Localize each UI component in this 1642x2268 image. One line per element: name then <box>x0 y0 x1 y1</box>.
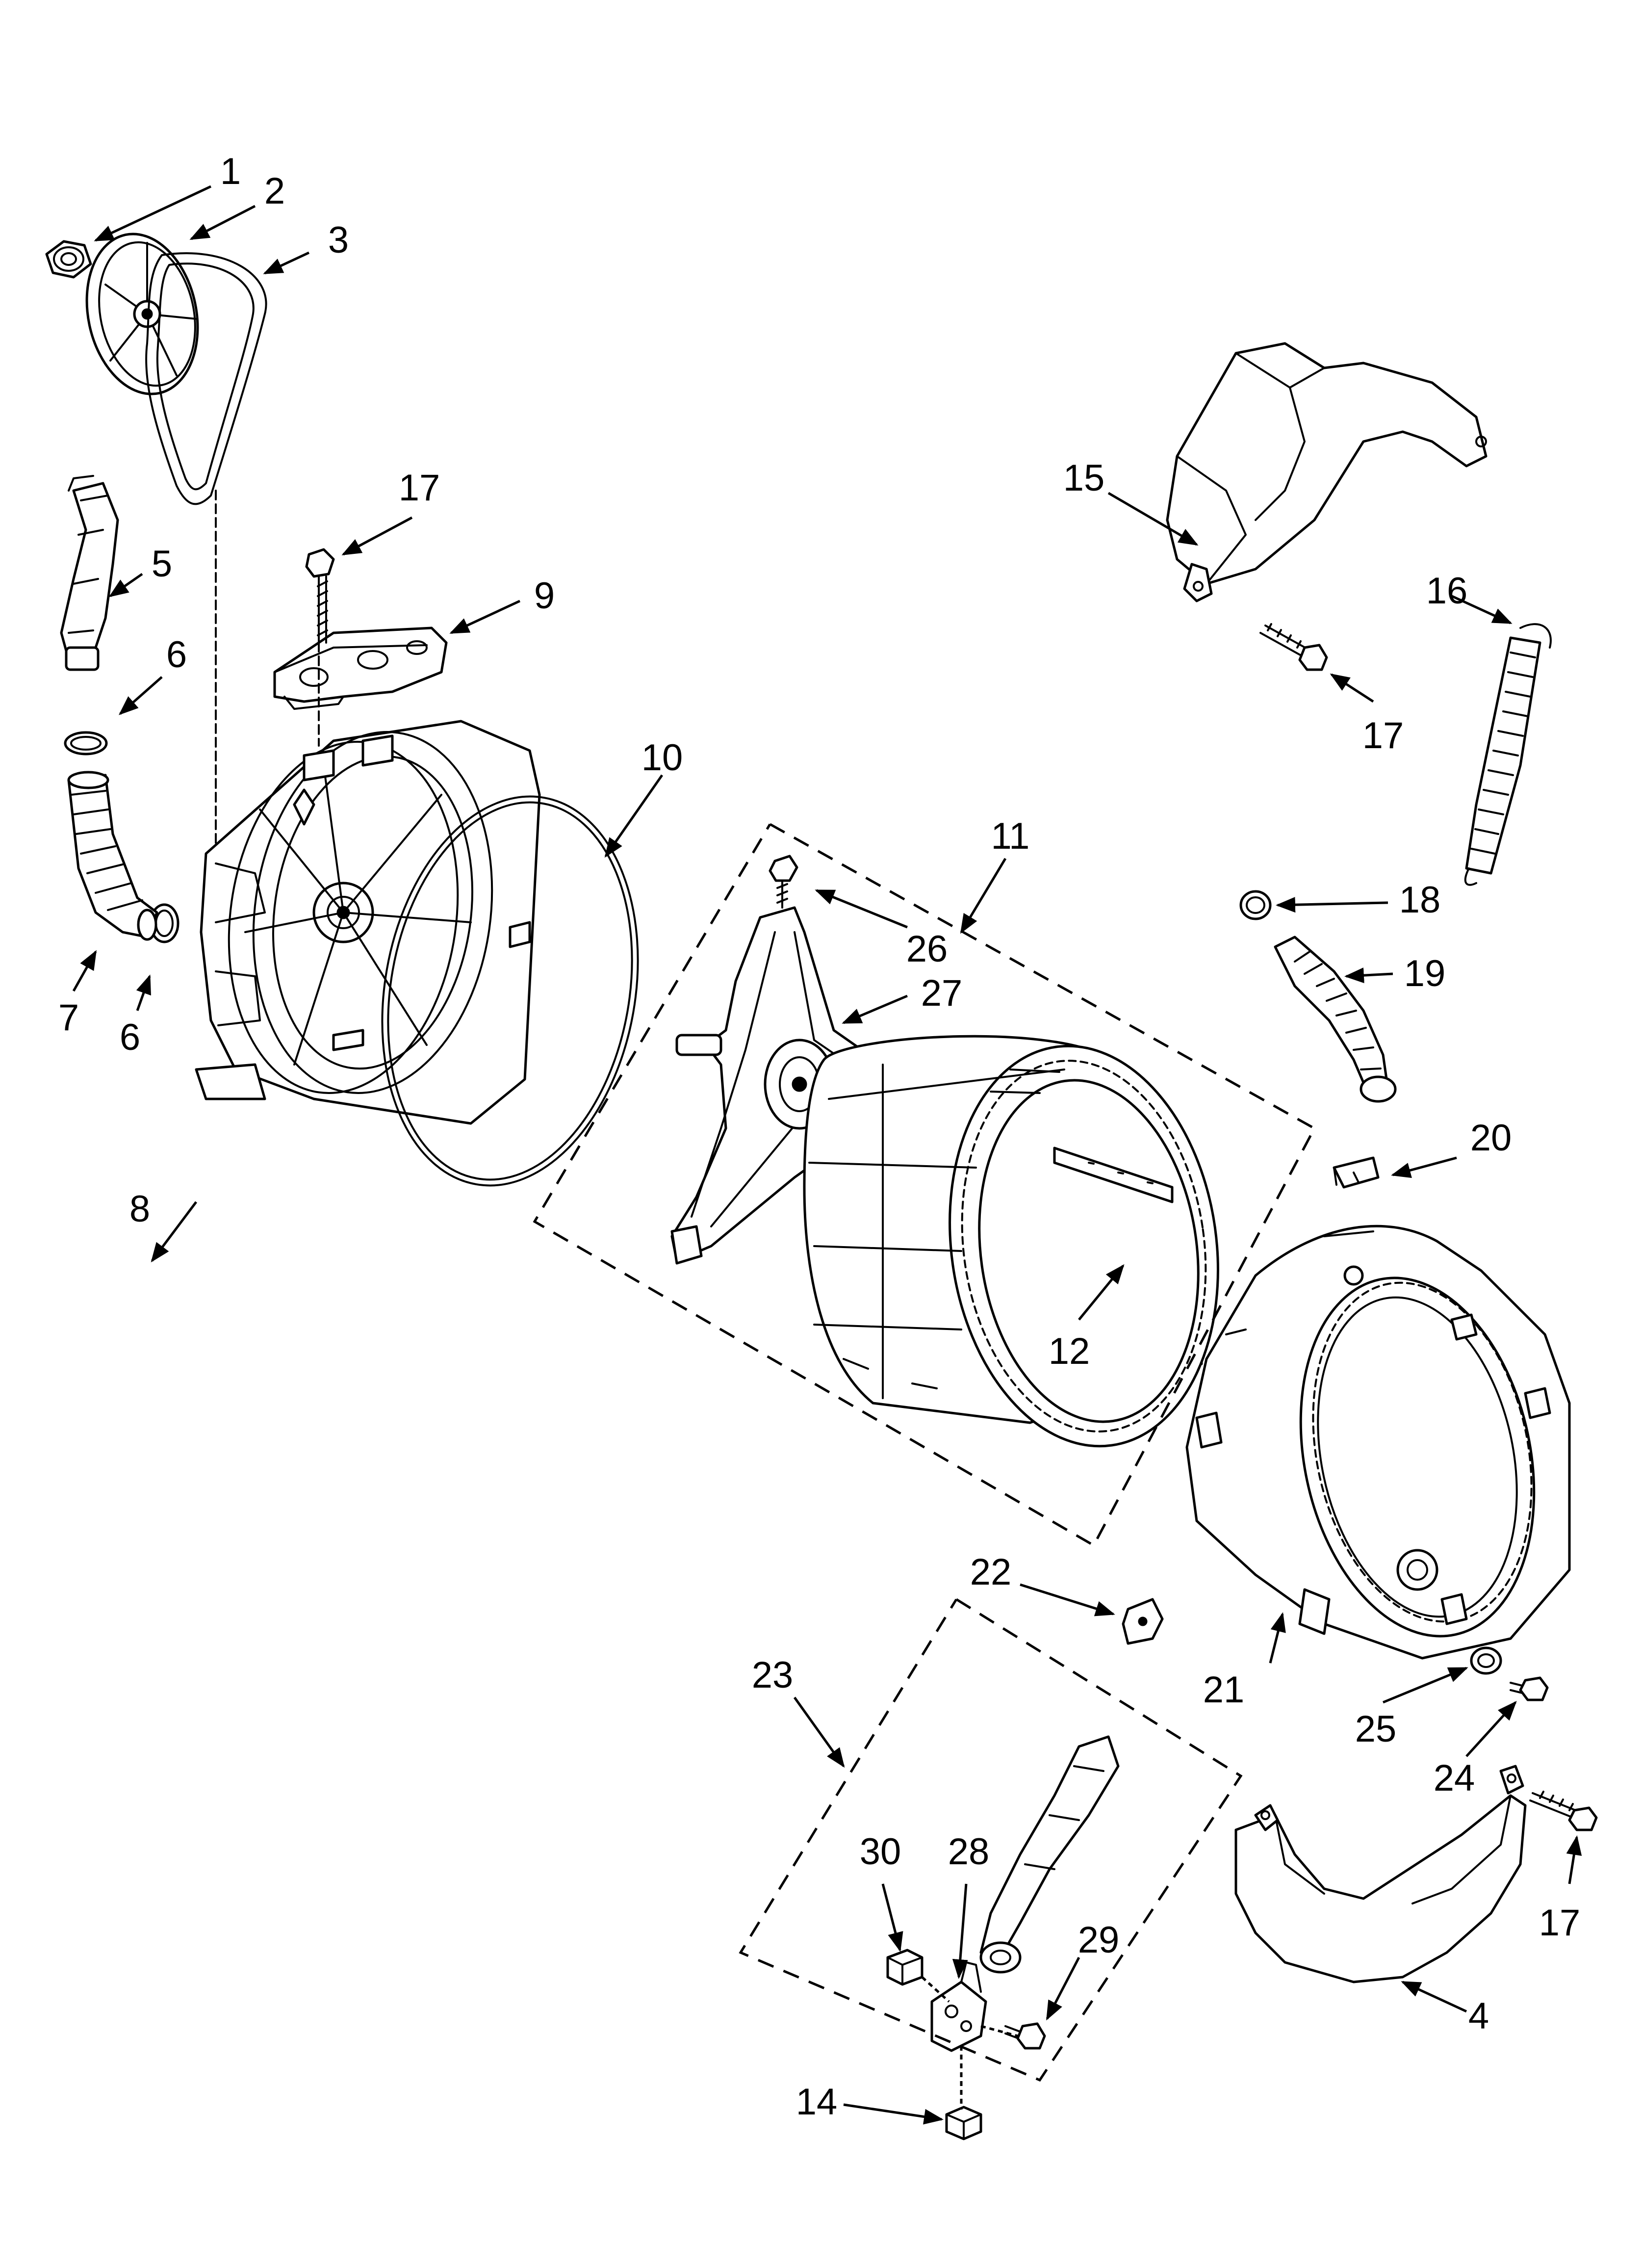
callout-25: 25 <box>1355 1708 1397 1750</box>
callout-22: 22 <box>970 1551 1012 1593</box>
callout-12: 12 <box>1049 1330 1090 1372</box>
part-9-bracket <box>273 626 448 710</box>
callout-1: 1 <box>220 151 241 192</box>
part-2-pulley <box>85 233 199 395</box>
part-11-basket <box>803 1035 1219 1448</box>
leader-lines <box>72 185 1582 2125</box>
callout-28: 28 <box>948 1831 990 1873</box>
callout-11: 11 <box>991 815 1030 857</box>
part-14-nut <box>945 2106 982 2140</box>
part-6-clamp-upper <box>64 731 108 756</box>
callout-17-right: 17 <box>1362 715 1404 756</box>
part-16-spring <box>1464 623 1552 886</box>
callout-16: 16 <box>1426 570 1468 612</box>
part-24-bolt <box>1510 1676 1549 1701</box>
callout-27: 27 <box>921 972 963 1014</box>
callout-3: 3 <box>328 219 349 261</box>
part-4-weight <box>1234 1765 1527 1983</box>
callout-15: 15 <box>1063 457 1105 499</box>
callout-5: 5 <box>152 543 172 585</box>
part-8-rear-tub <box>195 720 541 1125</box>
part-10-ring <box>381 795 639 1187</box>
callout-20: 20 <box>1470 1117 1512 1159</box>
part-7-drain-hose <box>67 771 158 941</box>
part-3-belt <box>145 252 267 845</box>
part-23-damper <box>979 1735 1120 1974</box>
part-12-lifter <box>1053 1147 1174 1203</box>
callout-9: 9 <box>534 575 555 617</box>
callout-8: 8 <box>129 1188 150 1230</box>
group-23-outline <box>739 1598 1243 2082</box>
part-15-cover <box>1166 342 1488 602</box>
callout-29: 29 <box>1078 1919 1120 1961</box>
callout-19: 19 <box>1404 953 1446 994</box>
callout-24: 24 <box>1434 1757 1475 1799</box>
part-18-clamp <box>1239 890 1272 920</box>
part-26-screw <box>769 855 798 909</box>
part-30-nut <box>886 1949 924 1986</box>
part-29-bolt <box>1004 2022 1046 2050</box>
callout-6-lower: 6 <box>120 1017 140 1058</box>
dash-link-28-29 <box>980 2025 1018 2037</box>
part-20-clip <box>1333 1156 1380 1189</box>
part-1-nut <box>45 240 92 279</box>
callout-26: 26 <box>906 928 948 970</box>
part-17-bolt-right <box>1259 623 1328 671</box>
part-19-bellows <box>1274 936 1397 1103</box>
callout-14: 14 <box>796 2081 838 2123</box>
group-11-outline <box>533 823 1316 1547</box>
callout-2: 2 <box>264 170 285 212</box>
callout-21: 21 <box>1203 1669 1245 1711</box>
callout-4: 4 <box>1468 1995 1489 2037</box>
callout-17-lower: 17 <box>1539 1902 1581 1944</box>
part-5-valve-hose <box>60 475 119 671</box>
part-22-clip <box>1122 1598 1164 1645</box>
part-25-grommet <box>1470 1646 1502 1675</box>
callout-10: 10 <box>641 737 683 779</box>
callout-23: 23 <box>752 1654 794 1696</box>
part-21-front-tub <box>1185 1225 1571 1660</box>
part-17-bolt-upper <box>305 548 335 747</box>
callout-labels: 1 2 3 5 17 6 9 10 11 15 16 17 18 19 26 2… <box>58 151 1580 2123</box>
callout-30: 30 <box>860 1831 901 1873</box>
callout-18: 18 <box>1399 879 1441 921</box>
callout-7: 7 <box>58 997 79 1039</box>
callout-6-upper: 6 <box>166 634 187 676</box>
part-17-bolt-lower <box>1529 1791 1598 1831</box>
callout-17-upper: 17 <box>399 467 440 509</box>
dash-link-30-28 <box>921 1976 950 2003</box>
